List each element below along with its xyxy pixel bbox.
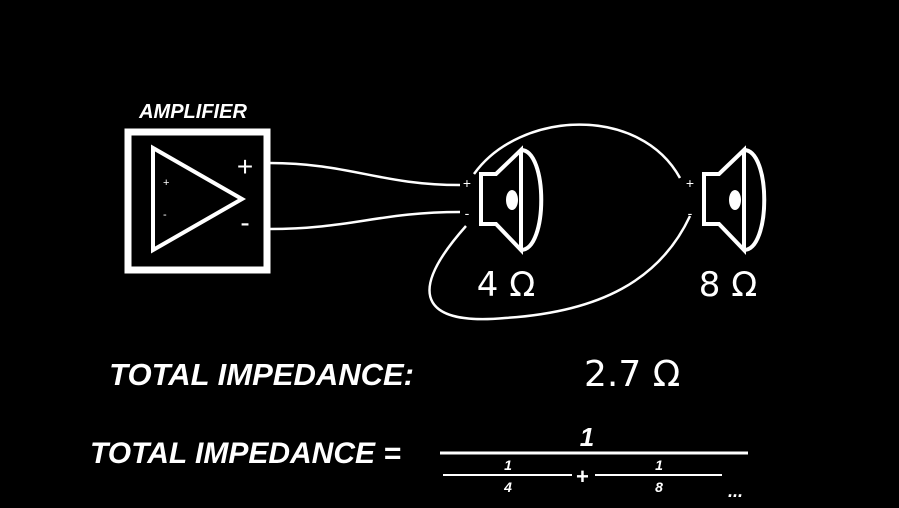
total-impedance-value: 2.7 Ω: [584, 354, 680, 395]
wire-speaker1-minus-to-speaker2-minus: [428, 215, 692, 321]
total-impedance-label: TOTAL IMPEDANCE:: [109, 357, 414, 392]
amplifier-input-minus: -: [163, 209, 167, 221]
speaker-2-impedance: 8 Ω: [699, 265, 757, 305]
speaker-2-plus: +: [686, 175, 694, 191]
formula-term2-numerator: 1: [655, 457, 663, 473]
wire-speaker1-plus-to-speaker2-plus: [472, 123, 682, 179]
formula-term2-denominator: 8: [655, 479, 663, 495]
amplifier-triangle-icon: [151, 144, 247, 254]
formula-term1-denominator: 4: [503, 479, 512, 495]
amplifier-input-plus: +: [163, 177, 169, 189]
speaker-1-plus: +: [463, 175, 471, 191]
amplifier-label: AMPLIFIER: [138, 101, 247, 123]
speaker-2-icon: [702, 145, 767, 255]
amplifier-output-plus: +: [237, 151, 253, 182]
speaker-1-minus: -: [465, 205, 470, 221]
speaker-1-impedance: 4 Ω: [477, 265, 535, 305]
formula-plus: +: [576, 464, 589, 489]
speaker-1-icon: [479, 145, 544, 255]
amplifier-box: [124, 128, 271, 274]
amplifier-output-minus: -: [240, 207, 249, 238]
wire-amp-minus-to-speaker1: [268, 210, 461, 231]
speaker-2-minus: -: [688, 205, 693, 221]
formula-numerator: 1: [580, 422, 594, 452]
formula-ellipsis: ...: [728, 481, 743, 501]
wires: [268, 123, 692, 321]
wire-amp-plus-to-speaker1: [268, 161, 461, 187]
formula-lhs: TOTAL IMPEDANCE =: [90, 437, 401, 470]
formula-term1-numerator: 1: [504, 457, 512, 473]
